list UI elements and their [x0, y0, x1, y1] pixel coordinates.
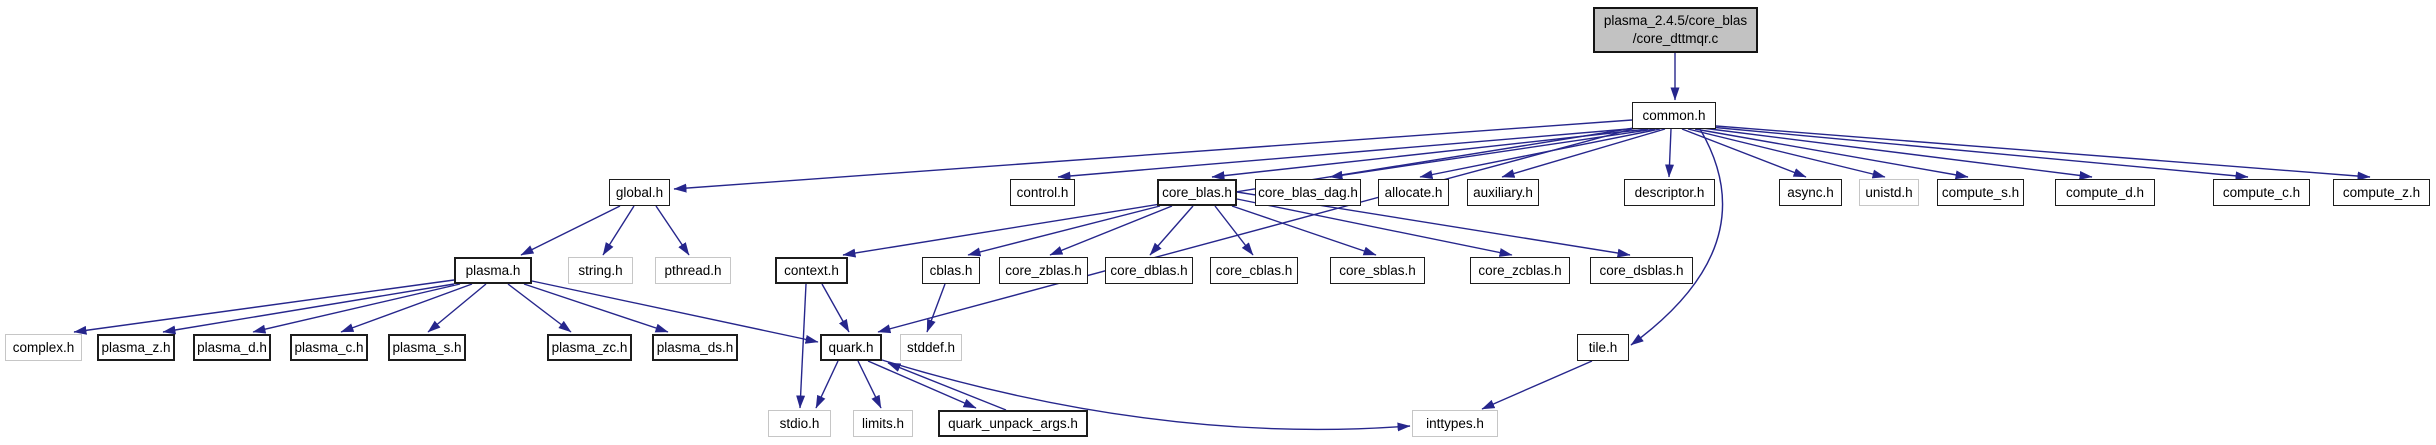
graph-node-tile_h[interactable]: tile.h [1577, 334, 1629, 361]
graph-node-descriptor_h[interactable]: descriptor.h [1624, 179, 1715, 206]
graph-node-common_h[interactable]: common.h [1632, 102, 1716, 129]
edge-common_h-to-compute_z_h [1715, 125, 2371, 181]
edge-core_blas_h-to-cblas_h [967, 205, 1161, 257]
graph-node-core_zblas_h[interactable]: core_zblas.h [999, 257, 1088, 284]
graph-node-plasma_ds_h[interactable]: plasma_ds.h [652, 334, 738, 361]
graph-node-complex_h: complex.h [5, 334, 82, 361]
graph-node-core_dsblas_h[interactable]: core_dsblas.h [1590, 257, 1693, 284]
edge-common_h-to-allocate_h [1419, 128, 1661, 179]
edge-core_blas_h-to-core_zblas_h [1049, 205, 1173, 256]
graph-node-context_h[interactable]: context.h [775, 257, 848, 284]
graph-node-compute_c_h[interactable]: compute_c.h [2213, 179, 2310, 206]
edge-plasma_h-to-complex_h [73, 279, 455, 335]
graph-node-root: plasma_2.4.5/core_blas/core_dttmqr.c [1593, 7, 1758, 53]
graph-node-quark_unpack_args_h[interactable]: quark_unpack_args.h [938, 410, 1088, 437]
edge-plasma_h-to-plasma_c_h [340, 283, 473, 333]
graph-node-core_blas_dag_h[interactable]: core_blas_dag.h [1255, 179, 1361, 206]
graph-node-label: /core_dttmqr.c [1632, 31, 1719, 46]
edge-common_h-to-unistd_h [1687, 128, 1886, 179]
graph-node-auxiliary_h[interactable]: auxiliary.h [1467, 179, 1539, 206]
graph-node-pthread_h: pthread.h [655, 257, 731, 284]
edge-group [73, 53, 2371, 432]
edge-quark_h-to-quark_unpack_args_h [867, 360, 977, 409]
edge-common_h-to-core_blas_h [1211, 128, 1649, 181]
edge-plasma_h-to-plasma_z_h [162, 283, 455, 335]
graph-node-quark_h[interactable]: quark.h [820, 334, 882, 361]
graph-node-limits_h: limits.h [853, 410, 913, 437]
graph-node-stddef_h: stddef.h [900, 334, 962, 361]
edge-common_h-to-async_h [1681, 128, 1807, 178]
edge-global_h-to-pthread_h [655, 205, 690, 256]
graph-node-label: plasma_2.4.5/core_blas [1603, 13, 1748, 29]
edge-core_blas_h-to-core_cblas_h [1214, 205, 1254, 256]
edge-quark_h-to-limits_h [857, 360, 882, 409]
graph-node-core_cblas_h[interactable]: core_cblas.h [1210, 257, 1298, 284]
edge-quark_unpack_args_h-to-quark_h [887, 362, 1007, 411]
graph-node-plasma_z_h[interactable]: plasma_z.h [97, 334, 175, 361]
graph-node-unistd_h: unistd.h [1859, 179, 1919, 206]
graph-node-compute_s_h[interactable]: compute_s.h [1937, 179, 2024, 206]
graph-node-async_h[interactable]: async.h [1779, 179, 1842, 206]
edge-tile_h-to-inttypes_h [1481, 360, 1593, 410]
graph-node-cblas_h[interactable]: cblas.h [922, 257, 980, 284]
graph-node-plasma_s_h[interactable]: plasma_s.h [388, 334, 466, 361]
edge-common_h-to-core_blas_dag_h [1329, 128, 1656, 180]
edge-context_h-to-quark_h [821, 283, 850, 333]
edge-core_blas_h-to-core_sblas_h [1231, 205, 1377, 256]
graph-node-inttypes_h: inttypes.h [1412, 410, 1498, 437]
graph-node-plasma_zc_h[interactable]: plasma_zc.h [547, 334, 632, 361]
edge-plasma_h-to-quark_h [531, 280, 819, 344]
edge-common_h-to-compute_c_h [1709, 126, 2249, 181]
graph-node-global_h[interactable]: global.h [609, 179, 670, 206]
graph-node-plasma_h[interactable]: plasma.h [454, 257, 532, 284]
edge-common_h-to-compute_s_h [1694, 128, 1969, 180]
edge-global_h-to-string_h [602, 205, 635, 256]
graph-node-core_zcblas_h[interactable]: core_zcblas.h [1470, 257, 1570, 284]
graph-node-string_h: string.h [568, 257, 633, 284]
graph-node-stdio_h: stdio.h [768, 410, 831, 437]
edge-global_h-to-plasma_h [520, 205, 621, 256]
edge-common_h-to-control_h [1057, 127, 1641, 181]
edge-context_h-to-stdio_h [796, 283, 807, 409]
edge-plasma_h-to-plasma_zc_h [507, 283, 572, 333]
edge-common_h-to-auxiliary_h [1501, 128, 1666, 178]
graph-node-plasma_d_h[interactable]: plasma_d.h [193, 334, 271, 361]
edge-common_h-to-quark_h [877, 127, 1637, 334]
edge-plasma_h-to-plasma_s_h [427, 283, 487, 333]
graph-node-plasma_c_h[interactable]: plasma_c.h [290, 334, 368, 361]
edge-common_h-to-tile_h [1630, 128, 1724, 346]
graph-node-compute_z_h[interactable]: compute_z.h [2333, 179, 2430, 206]
edge-quark_h-to-stdio_h [815, 360, 839, 409]
edge-common_h-to-compute_d_h [1701, 127, 2093, 180]
graph-node-compute_d_h[interactable]: compute_d.h [2055, 179, 2155, 206]
graph-node-allocate_h[interactable]: allocate.h [1378, 179, 1449, 206]
graph-node-core_blas_h[interactable]: core_blas.h [1157, 179, 1237, 206]
edge-plasma_h-to-plasma_ds_h [523, 283, 669, 333]
graph-node-control_h[interactable]: control.h [1010, 179, 1075, 206]
edge-core_blas_h-to-core_dblas_h [1149, 205, 1194, 256]
graph-node-core_dblas_h[interactable]: core_dblas.h [1105, 257, 1193, 284]
edge-cblas_h-to-stddef_h [926, 283, 946, 333]
edge-plasma_h-to-plasma_d_h [252, 283, 461, 334]
edge-core_blas_h-to-core_zcblas_h [1236, 198, 1513, 257]
graph-node-core_sblas_h[interactable]: core_sblas.h [1330, 257, 1425, 284]
edge-common_h-to-descriptor_h [1665, 128, 1675, 178]
